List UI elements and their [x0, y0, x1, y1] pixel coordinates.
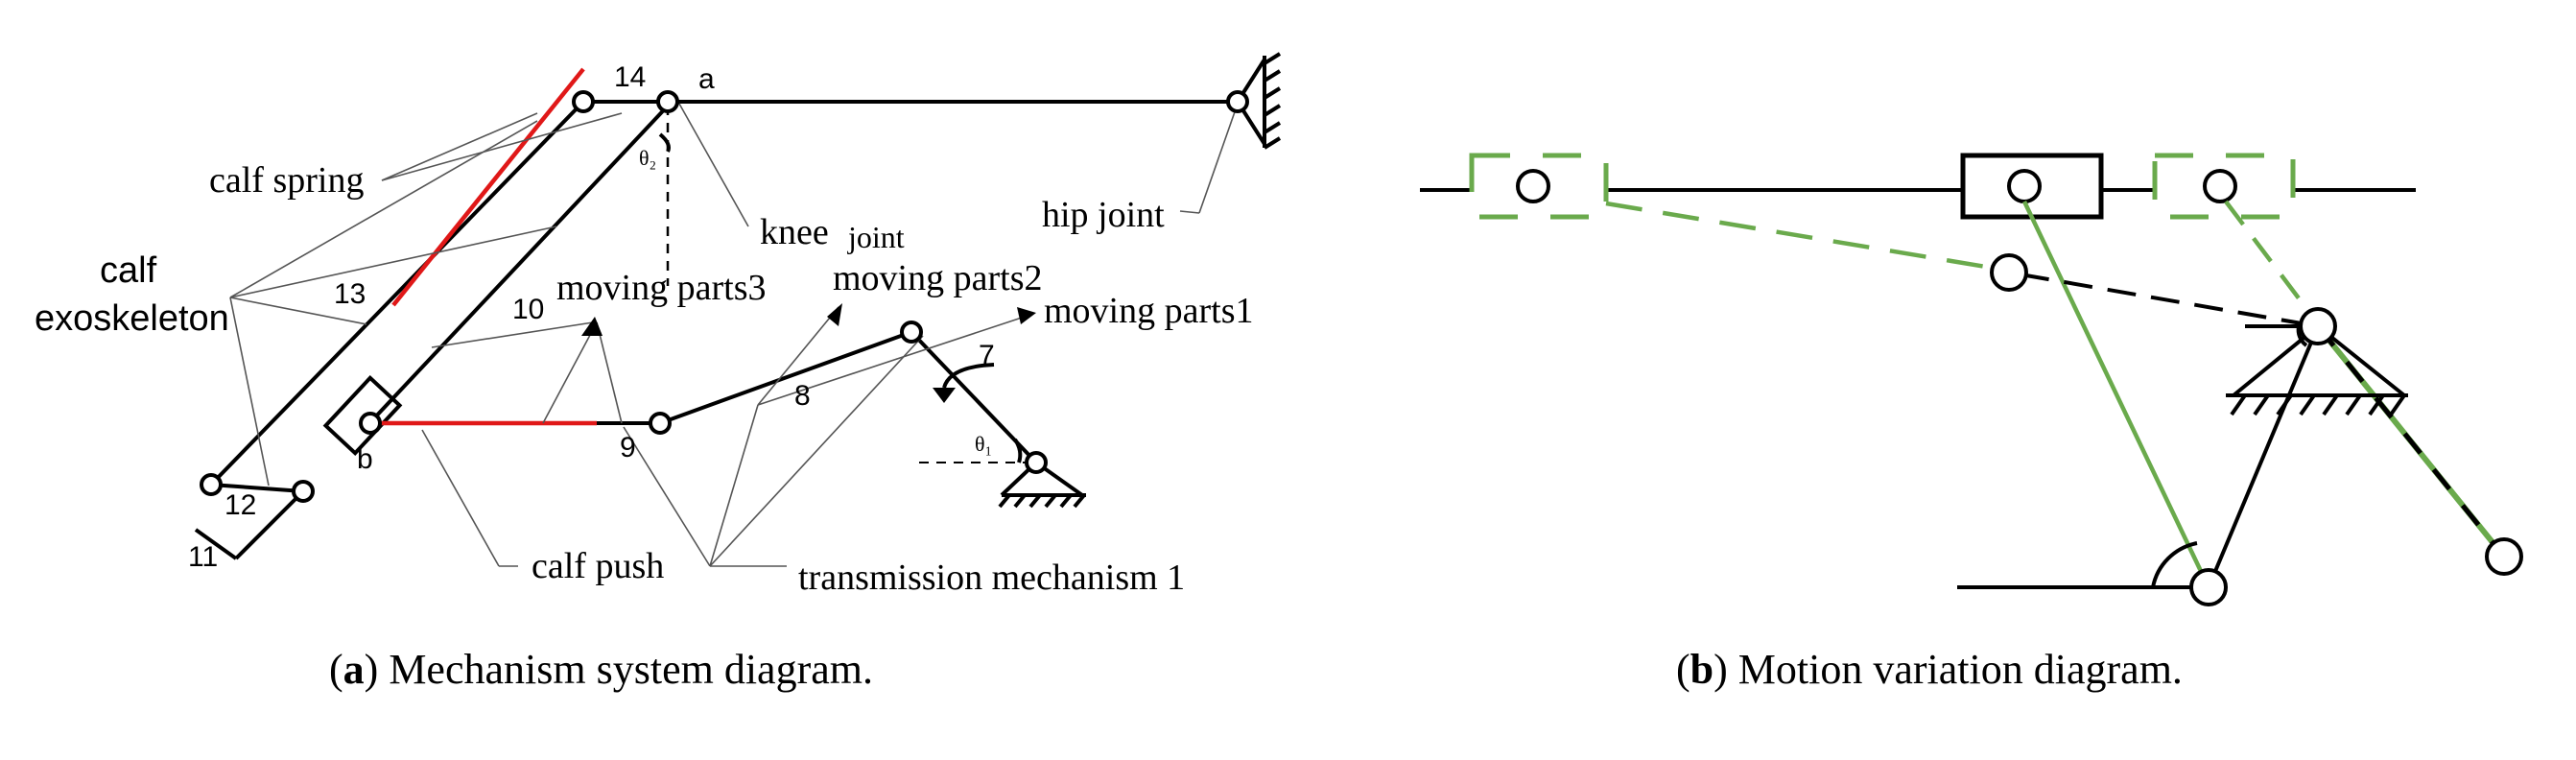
bottom-pivot-joint [2189, 568, 2228, 606]
theta1-arc [1013, 438, 1023, 463]
knee-joint-a [656, 90, 679, 113]
label-exoskeleton: exoskeleton [35, 298, 229, 339]
slider-right-joint [2203, 169, 2237, 203]
hip-joint [1226, 90, 1249, 113]
caption-a-tag: a [343, 646, 365, 693]
label-transmission: transmission mechanism 1 [798, 558, 1185, 598]
caption-b-text: Motion variation diagram. [1738, 646, 2183, 693]
pivot-angle-arc [2296, 325, 2308, 347]
num-8: 8 [794, 380, 811, 412]
black-dashed-output-link [2316, 324, 2506, 558]
black-dashed-link [2020, 273, 2319, 328]
label-hip-joint: hip joint [1042, 195, 1165, 235]
num-9: 9 [620, 432, 636, 463]
caption-a-text: Mechanism system diagram. [389, 646, 873, 693]
moving-parts2-arrowhead-icon [827, 303, 842, 326]
num-14: 14 [614, 61, 646, 93]
label-calf: calf [100, 250, 157, 291]
calf-exoskeleton-inner [370, 100, 674, 422]
bottom-angle-arc [2151, 541, 2198, 588]
label-knee-joint-sub: joint [847, 220, 905, 254]
num-a: a [698, 63, 715, 95]
moving-parts1-arrowhead-icon [1017, 307, 1036, 324]
link-12 [210, 483, 304, 493]
ground-pivot-joint [2299, 307, 2337, 345]
green-link-slider-to-pivot [2021, 201, 2211, 588]
joint-12-left [200, 473, 223, 496]
slider-middle-joint [2007, 169, 2042, 203]
caption-a: (a) Mechanism system diagram. [329, 646, 873, 693]
num-12: 12 [225, 489, 256, 521]
calf-spring-link [391, 67, 585, 307]
label-calf-push: calf push [532, 546, 664, 586]
joint-dashed-link [1990, 253, 2028, 292]
slider-left-joint [1516, 169, 1550, 203]
rotation-arrowhead-icon [933, 388, 956, 403]
label-moving-parts1: moving parts1 [1044, 291, 1253, 331]
crank-pivot [1025, 451, 1048, 474]
joint-8-7 [900, 321, 923, 344]
caption-b-tag: b [1690, 646, 1713, 693]
num-10: 10 [512, 294, 544, 325]
green-dashed-link-right [2224, 200, 2322, 328]
caption-b: (b) Motion variation diagram. [1676, 646, 2183, 693]
num-11: 11 [188, 541, 218, 573]
label-knee: knee [760, 212, 829, 252]
joint-12-right [292, 480, 315, 503]
joint-b [359, 412, 382, 435]
panel-a-mechanism-system: calf spring calf exoskeleton knee joint … [35, 52, 1282, 693]
label-moving-parts3: moving parts3 [556, 268, 766, 308]
panel-b-motion-variation: (b) Motion variation diagram. [1420, 153, 2523, 693]
theta2-arc [658, 132, 671, 153]
joint-9 [649, 412, 672, 435]
num-7: 7 [979, 340, 995, 371]
link-8 [659, 330, 912, 425]
label-theta1: θ₁ [975, 432, 992, 456]
num-b: b [357, 443, 373, 475]
green-dashed-link-left [1605, 201, 2010, 273]
link-11-foot [234, 489, 305, 560]
label-theta2: θ₂ [639, 146, 656, 170]
label-calf-spring: calf spring [209, 160, 364, 201]
leader-lines [229, 103, 1239, 567]
num-13: 13 [334, 278, 366, 310]
label-moving-parts2: moving parts2 [833, 258, 1042, 298]
rotation-arrow-icon [942, 363, 995, 389]
moving-parts3-arrowhead-icon [581, 317, 603, 336]
link-11-toe [194, 528, 238, 560]
black-link-pivot-to-top [2207, 325, 2320, 588]
calf-exoskeleton-outer [209, 100, 585, 487]
output-end-joint [2485, 537, 2523, 576]
joint-14 [572, 90, 595, 113]
